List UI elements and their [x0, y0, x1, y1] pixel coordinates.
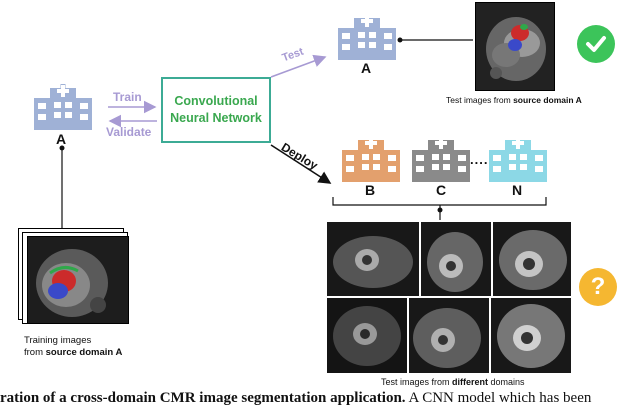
question-icon: ?	[590, 273, 606, 300]
deploy-arrow	[270, 144, 332, 184]
target-image-4	[327, 298, 407, 373]
target-bracket	[332, 197, 547, 206]
figure-caption: ration of a cross-domain CMR image segme…	[0, 390, 592, 406]
hospital-label-b: B	[365, 182, 376, 198]
question-badge: ?	[579, 268, 617, 306]
train-label: Train	[113, 90, 142, 104]
hospital-label-c: C	[436, 182, 447, 198]
bracket-stem-dot	[437, 207, 443, 213]
caption-training: Training images from source domain A	[24, 335, 122, 359]
test-image-source	[475, 2, 555, 91]
source-connector-dot	[59, 145, 65, 151]
test-connector-dot	[397, 37, 403, 43]
caption-training-line2: from source domain A	[24, 347, 123, 358]
hospital-label-n: N	[512, 182, 523, 198]
hospital-icon-n	[489, 137, 547, 182]
cnn-box: Convolutional Neural Network	[161, 77, 271, 143]
check-icon	[586, 36, 606, 52]
hospital-label-test: A	[361, 60, 372, 76]
target-image-5	[409, 298, 489, 373]
check-badge	[577, 25, 615, 63]
target-image-6	[491, 298, 571, 373]
hospital-ellipsis: ....	[470, 152, 489, 167]
cnn-title: Convolutional Neural Network	[170, 94, 262, 125]
hospital-icon-test	[338, 15, 396, 60]
target-image-3	[493, 222, 571, 296]
hospital-label-source: A	[56, 131, 67, 147]
caption-test-source: Test images from source domain A	[446, 95, 582, 105]
training-image	[27, 236, 129, 324]
target-image-1	[327, 222, 419, 296]
test-arrow	[270, 54, 327, 78]
caption-test-different: Test images from different domains	[381, 377, 525, 387]
hospital-icon-source	[34, 84, 92, 130]
validate-label: Validate	[106, 125, 152, 139]
caption-training-line1: Training images	[24, 335, 92, 346]
hospital-icon-c	[412, 137, 470, 182]
target-image-2	[421, 222, 491, 296]
hospital-icon-b	[342, 137, 400, 182]
